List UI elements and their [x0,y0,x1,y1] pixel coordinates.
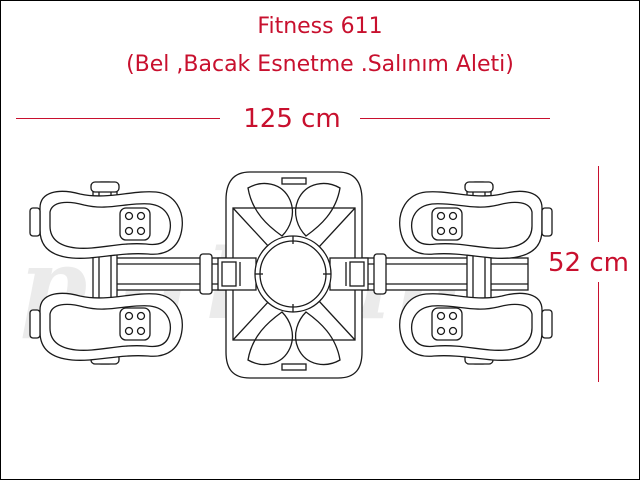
height-dimension-line-bottom [598,282,599,382]
right-connector [329,253,387,295]
product-title: Fitness 611 [257,14,383,39]
foot-pad-right-top [399,190,553,259]
width-dimension-label: 125 cm [243,104,341,134]
left-connector [199,253,257,295]
height-dimension-line-top [598,166,599,242]
product-subtitle: (Bel ,Bacak Esnetme .Salınım Aleti) [126,52,514,77]
central-rotating-disk [254,235,332,313]
foot-pad-left-bottom [29,292,183,361]
width-dimension-line-right [360,118,550,119]
foot-pad-left-top [29,190,183,259]
width-dimension-line-left [16,118,220,119]
foot-pad-right-bottom [399,292,553,361]
height-dimension-label: 52 cm [548,248,629,278]
